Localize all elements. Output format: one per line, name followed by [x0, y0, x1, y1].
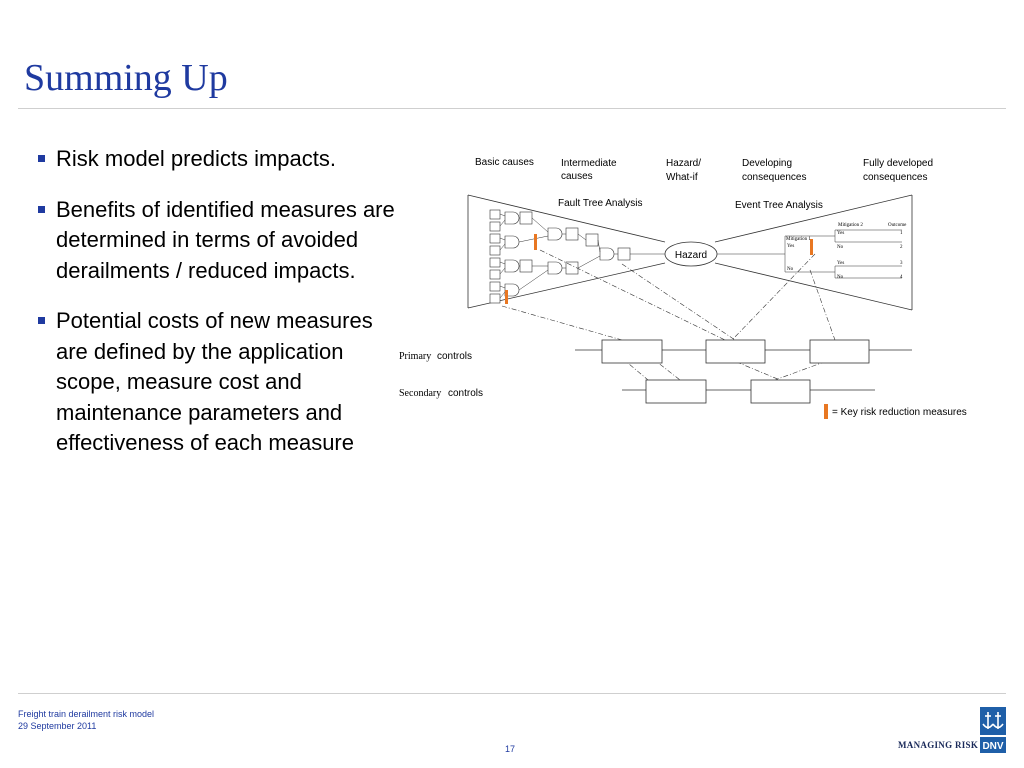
- outcome-label: Outcome: [888, 223, 907, 228]
- fault-tree-label: Fault Tree Analysis: [558, 198, 642, 209]
- bowtie-diagram: Basic causes Intermediate causes Hazard/…: [399, 157, 967, 419]
- bullet-list: Risk model predicts impacts. Benefits of…: [36, 144, 406, 479]
- footer-date: 29 September 2011: [18, 721, 97, 731]
- bullet-item: Potential costs of new measures are defi…: [36, 306, 406, 459]
- secondary-control-box: [645, 379, 707, 404]
- key-measure-marker: [534, 234, 537, 250]
- footer-title: Freight train derailment risk model: [18, 709, 155, 719]
- key-measure-marker: [505, 290, 508, 304]
- event-tree: [784, 229, 902, 279]
- dnv-logo-icon: DNV: [980, 707, 1006, 753]
- bullet-text: Risk model predicts impacts.: [56, 146, 336, 171]
- fault-tree-gates: [489, 209, 631, 304]
- footer-divider: [18, 693, 1006, 694]
- slide-title: Summing Up: [24, 57, 228, 99]
- no-label: No: [787, 267, 794, 272]
- header-developing-2: consequences: [742, 172, 807, 183]
- bullet-item: Benefits of identified measures are dete…: [36, 195, 406, 287]
- header-fully-1: Fully developed: [863, 158, 933, 169]
- title-divider: [18, 108, 1006, 109]
- svg-text:DNV: DNV: [982, 741, 1003, 752]
- header-hazard-1: Hazard/: [666, 158, 701, 169]
- brand-tagline: MANAGING RISK: [898, 740, 979, 750]
- primary-control-box: [809, 339, 870, 364]
- header-fully-2: consequences: [863, 172, 928, 183]
- key-measure-marker: [810, 239, 813, 255]
- fault-tree-links: [499, 213, 665, 299]
- header-intermediate-1: Intermediate: [561, 158, 617, 169]
- bullet-text: Potential costs of new measures are defi…: [56, 308, 373, 455]
- bowtie-outline: [467, 194, 913, 311]
- outcome-number: 2: [900, 245, 903, 250]
- yes-label: Yes: [837, 231, 844, 236]
- legend-marker-icon: [824, 404, 828, 419]
- bullet-square-icon: [38, 205, 45, 213]
- primary-control-box: [601, 339, 663, 364]
- bullet-item: Risk model predicts impacts.: [36, 144, 406, 175]
- header-intermediate-2: causes: [561, 171, 593, 182]
- bullet-square-icon: [38, 155, 45, 162]
- header-basic-causes: Basic causes: [475, 157, 534, 168]
- yes-label: Yes: [787, 244, 794, 249]
- primary-controls-suffix: controls: [437, 351, 472, 362]
- yes-label: Yes: [837, 261, 844, 266]
- bullet-text: Benefits of identified measures are dete…: [56, 196, 395, 283]
- primary-control-box: [705, 339, 766, 364]
- outcome-number: 3: [900, 261, 903, 266]
- no-label: No: [837, 245, 844, 250]
- header-hazard-2: What-if: [666, 172, 698, 183]
- secondary-controls-prefix: Secondary: [399, 388, 441, 399]
- outcome-number: 1: [900, 231, 903, 236]
- legend-text: = Key risk reduction measures: [832, 407, 967, 418]
- mitigation-2-label: Mitigation 2: [838, 223, 863, 228]
- hazard-label: Hazard: [675, 250, 707, 261]
- event-tree-label: Event Tree Analysis: [735, 200, 823, 211]
- secondary-control-box: [750, 379, 811, 404]
- mitigation-1-label: Mitigation 1: [786, 237, 811, 242]
- bullet-square-icon: [38, 317, 45, 324]
- no-label: No: [837, 275, 844, 280]
- secondary-controls-suffix: controls: [448, 388, 483, 399]
- header-developing-1: Developing: [742, 158, 792, 169]
- page-number: 17: [505, 744, 516, 754]
- primary-controls-prefix: Primary: [399, 351, 431, 362]
- outcome-number: 4: [900, 275, 903, 280]
